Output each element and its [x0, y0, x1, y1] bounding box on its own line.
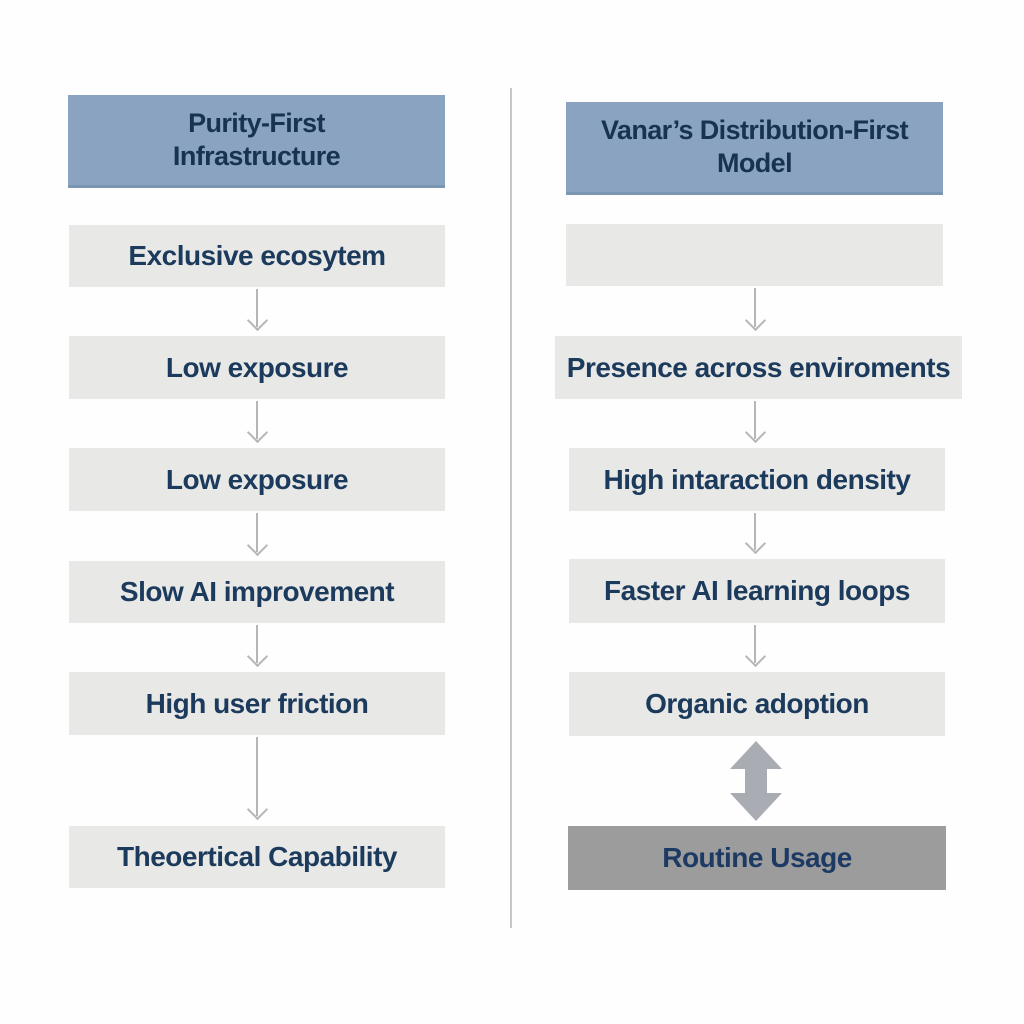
flow-box-presence-across-environments: Presence across enviroments [555, 336, 962, 399]
flow-box-label: Low exposure [165, 463, 349, 495]
flow-box-high-interaction-density: High intaraction density [569, 448, 945, 511]
right-header-text: Vanar’s Distribution-First Model [601, 114, 909, 180]
flow-box-label: High intaraction density [603, 463, 911, 495]
flow-box-label: Theoertical Capability [117, 841, 397, 872]
arrow-down-icon [735, 288, 775, 334]
flow-box-high-user-friction: High user friction [69, 672, 445, 735]
column-divider-line [510, 88, 512, 928]
flow-box-label: Exclusive ecosytem [128, 240, 386, 271]
flow-box-label: High user friction [145, 687, 369, 719]
right-column-header: Vanar’s Distribution-First Model [566, 102, 943, 195]
flow-box-exclusive-ecosystem: Exclusive ecosytem [69, 225, 445, 287]
flow-box-label: Organic adoption [645, 688, 869, 719]
flow-box-routine-usage: Routine Usage [568, 826, 946, 890]
arrow-down-icon [237, 289, 277, 334]
flow-box-label: Low exposure [165, 351, 349, 383]
flow-box-empty [566, 224, 943, 286]
flow-box-organic-adoption: Organic adoption [569, 672, 945, 736]
flow-box-label: Slow AI improvement [119, 576, 395, 607]
flow-box-low-exposure-2: Low exposure [69, 448, 445, 511]
arrow-down-icon [735, 401, 775, 446]
arrow-down-icon [237, 625, 277, 670]
flow-box-slow-ai-improvement: Slow AI improvement [69, 561, 445, 623]
double-headed-arrow-icon [730, 741, 782, 821]
arrow-down-icon [237, 513, 277, 559]
arrow-down-icon [237, 401, 277, 446]
flow-box-theoretical-capability: Theoertical Capability [69, 826, 445, 888]
arrow-down-long-icon [237, 737, 277, 823]
flow-box-low-exposure-1: Low exposure [69, 336, 445, 399]
left-column-header: Purity-First Infrastructure [68, 95, 445, 188]
right-header-line2: Model [716, 148, 793, 178]
arrow-down-icon [735, 513, 775, 557]
flow-box-faster-ai-learning-loops: Faster AI learning loops [569, 559, 945, 623]
flow-box-label: Routine Usage [662, 842, 852, 873]
left-header-text: Purity-First Infrastructure [172, 107, 341, 173]
left-header-line1: Purity-First [188, 108, 325, 139]
left-header-line2: Infrastructure [172, 141, 341, 171]
flow-box-label: Faster AI learning loops [604, 575, 910, 606]
right-header-line1: Vanar’s Distribution-First [601, 115, 909, 146]
flow-box-label: Presence across enviroments [566, 351, 951, 383]
arrow-down-icon [735, 625, 775, 670]
